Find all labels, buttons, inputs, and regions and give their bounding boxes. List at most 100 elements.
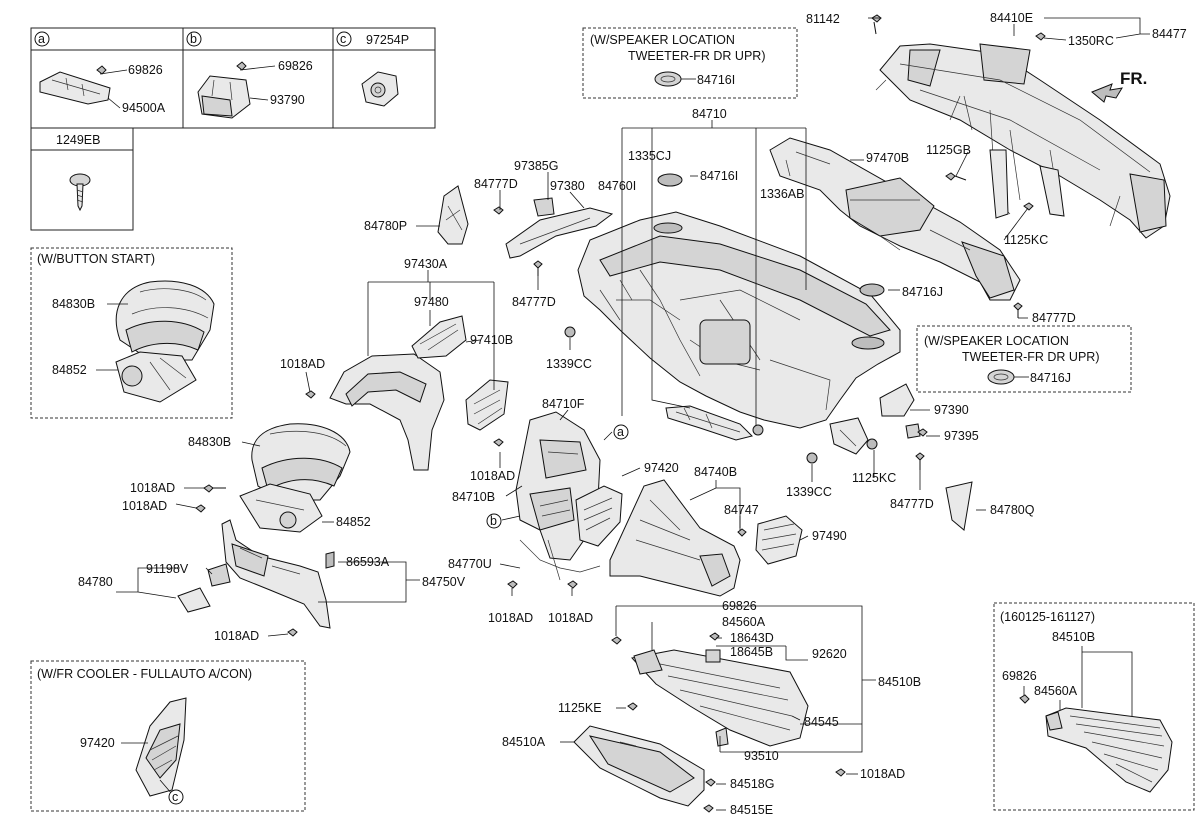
fr-cooler-letter: c [172,790,178,804]
inset-screw-part: 1249EB [56,133,100,147]
variant-p1: 84510B [1052,630,1095,644]
label-84545: 84545 [804,715,839,729]
fr-cooler-p1: 97420 [80,736,115,750]
inset-c-part: 97254P [366,33,409,47]
speaker-right-part: 84716J [1030,371,1071,385]
front-arrow: FR. [1091,69,1147,103]
variant-title: (160125-161127) [1000,610,1095,624]
label-1018AD-h: 1018AD [860,767,905,781]
label-84780P: 84780P [364,219,407,233]
label-84510A: 84510A [502,735,546,749]
fr-cooler-box: (W/FR COOLER - FULLAUTO A/CON) 97420 c [30,660,306,812]
label-84716I: 84716I [700,169,738,183]
speaker-top-line1: (W/SPEAKER LOCATION [590,33,735,47]
label-84750V: 84750V [422,575,466,589]
label-18645B: 18645B [730,645,773,659]
speaker-right-box: (W/SPEAKER LOCATION TWEETER-FR DR UPR) 8… [916,325,1132,393]
inset-b-letter: b [190,32,197,46]
label-1125KE: 1125KE [558,701,602,715]
button-start-p2: 84852 [52,363,87,377]
variant-p2: 69826 [1002,669,1037,683]
ref-a: a [617,425,624,439]
label-84760I: 84760I [598,179,636,193]
label-97420: 97420 [644,461,679,475]
label-84515E: 84515E [730,803,773,817]
label-91198V: 91198V [146,562,189,576]
label-84477: 84477 [1152,27,1187,41]
label-86593A: 86593A [346,555,390,569]
label-1339CC-b: 1339CC [786,485,832,499]
fasteners [195,14,1046,813]
inset-b-p1: 69826 [278,59,313,73]
label-1018AD-b: 1018AD [130,481,175,495]
label-84716J: 84716J [902,285,943,299]
label-84747: 84747 [724,503,759,517]
lower-panel [177,519,335,629]
label-97430A: 97430A [404,257,448,271]
label-1335CJ: 1335CJ [628,149,671,163]
inset-a-letter: a [38,32,45,46]
label-84777D-t: 84777D [474,177,518,191]
right-side-parts [905,423,973,531]
leader-lines [116,17,1150,811]
inset-a-p2: 94500A [122,101,166,115]
label-84518G: 84518G [730,777,774,791]
label-84852: 84852 [336,515,371,529]
label-84710: 84710 [692,107,727,121]
variant-p3: 84560A [1034,684,1078,698]
variant-box: (160125-161127) 84510B 69826 84560A [993,602,1195,811]
label-84710F: 84710F [542,397,585,411]
label-84560A: 84560A [722,615,766,629]
label-1018AD-d: 1018AD [470,469,515,483]
label-81142: 81142 [806,12,840,26]
label-84510B: 84510B [878,675,921,689]
label-1336AB: 1336AB [760,187,804,201]
button-start-p1: 84830B [52,297,95,311]
label-97390: 97390 [934,403,969,417]
label-1018AD-f: 1018AD [548,611,593,625]
label-97385G: 97385G [514,159,558,173]
fr-cooler-title: (W/FR COOLER - FULLAUTO A/CON) [37,667,252,681]
inset-table: a b c 97254P 69826 94500A 69826 93790 12… [30,27,436,231]
label-1125KC-r: 1125KC [1004,233,1048,247]
label-93510: 93510 [744,749,779,763]
label-84410E: 84410E [990,11,1033,25]
label-84830B: 84830B [188,435,231,449]
button-start-title: (W/BUTTON START) [37,252,155,266]
label-97395: 97395 [944,429,979,443]
circled-refs: a b [486,424,629,529]
speaker-top-box: (W/SPEAKER LOCATION TWEETER-FR DR UPR) 8… [582,27,798,99]
label-1018AD-a: 1018AD [280,357,325,371]
label-92620: 92620 [812,647,847,661]
label-84770U: 84770U [448,557,492,571]
label-97380: 97380 [550,179,585,193]
label-97470B: 97470B [866,151,909,165]
label-1339CC-t: 1339CC [546,357,592,371]
glove-box [573,649,809,807]
console-side [609,479,803,597]
label-1018AD-e: 1018AD [488,611,533,625]
cross-beam [875,43,1171,239]
upper-brackets [437,173,885,297]
cluster-facia [239,315,509,533]
label-84777D-m: 84777D [512,295,556,309]
label-84777D-b: 84777D [890,497,934,511]
front-label: FR. [1120,69,1147,88]
button-start-box: (W/BUTTON START) 84830B 84852 [30,247,233,419]
speaker-top-part: 84716I [697,73,735,87]
part-labels: 81142 84410E 84477 1350RC 84710 1335CJ 8… [78,11,1187,817]
label-97490: 97490 [812,529,847,543]
label-84710B: 84710B [452,490,495,504]
label-1018AD-g: 1018AD [214,629,259,643]
label-97480: 97480 [414,295,449,309]
label-1350RC: 1350RC [1068,34,1114,48]
label-1125KC-b: 1125KC [852,471,896,485]
label-1018AD-c: 1018AD [122,499,167,513]
inset-b-p2: 93790 [270,93,305,107]
label-97410B: 97410B [470,333,513,347]
speaker-right-line1: (W/SPEAKER LOCATION [924,334,1069,348]
crash-pad-main [577,211,915,455]
ref-b: b [490,514,497,528]
